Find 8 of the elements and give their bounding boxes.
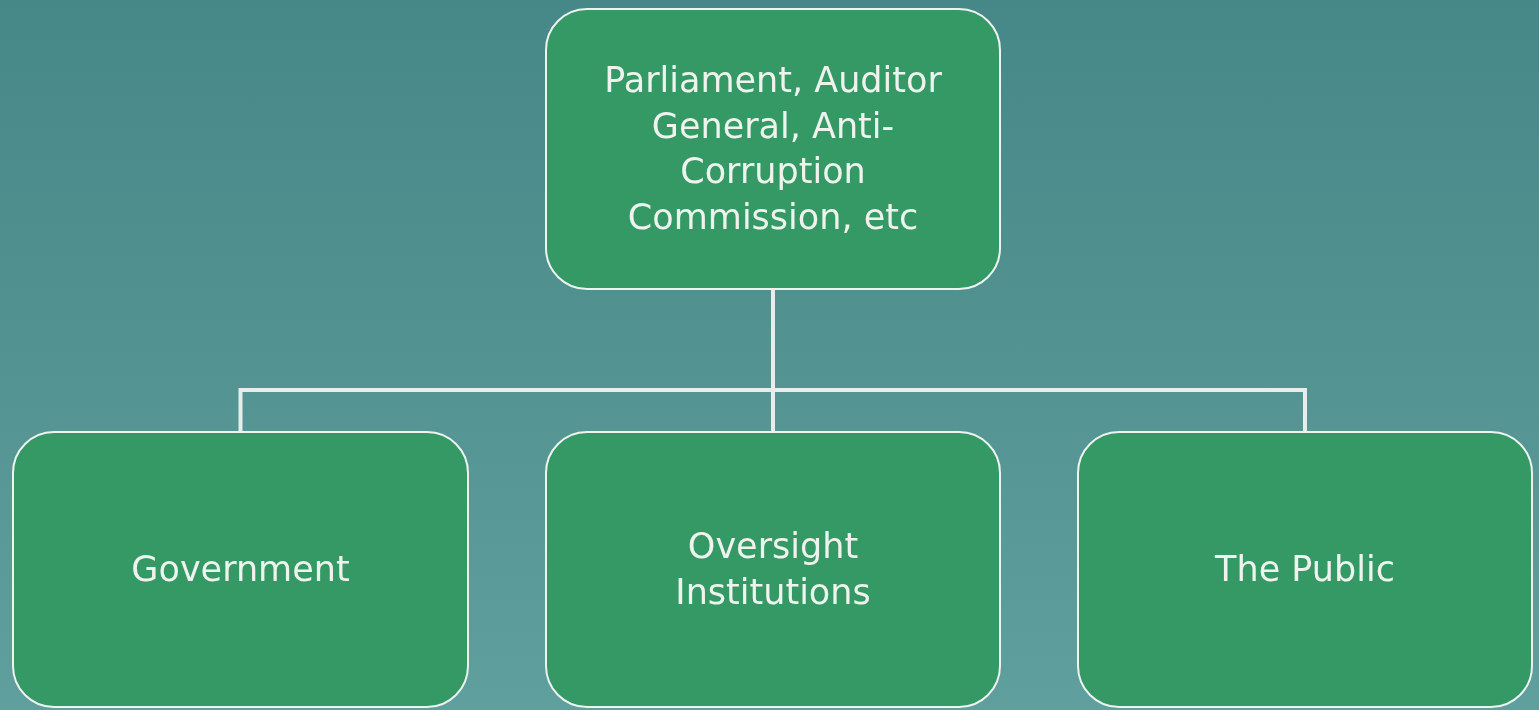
org-box <box>545 8 1001 290</box>
box-label: Oversight Institutions <box>674 525 872 614</box>
box-label: The Public <box>1215 547 1395 591</box>
box-label: Parliament, Auditor General, Anti-Corruption Commission, etc <box>603 59 943 239</box>
box-label: Government <box>131 547 350 591</box>
org-box <box>1077 431 1533 708</box>
org-box <box>545 431 1001 708</box>
org-box <box>12 431 469 708</box>
